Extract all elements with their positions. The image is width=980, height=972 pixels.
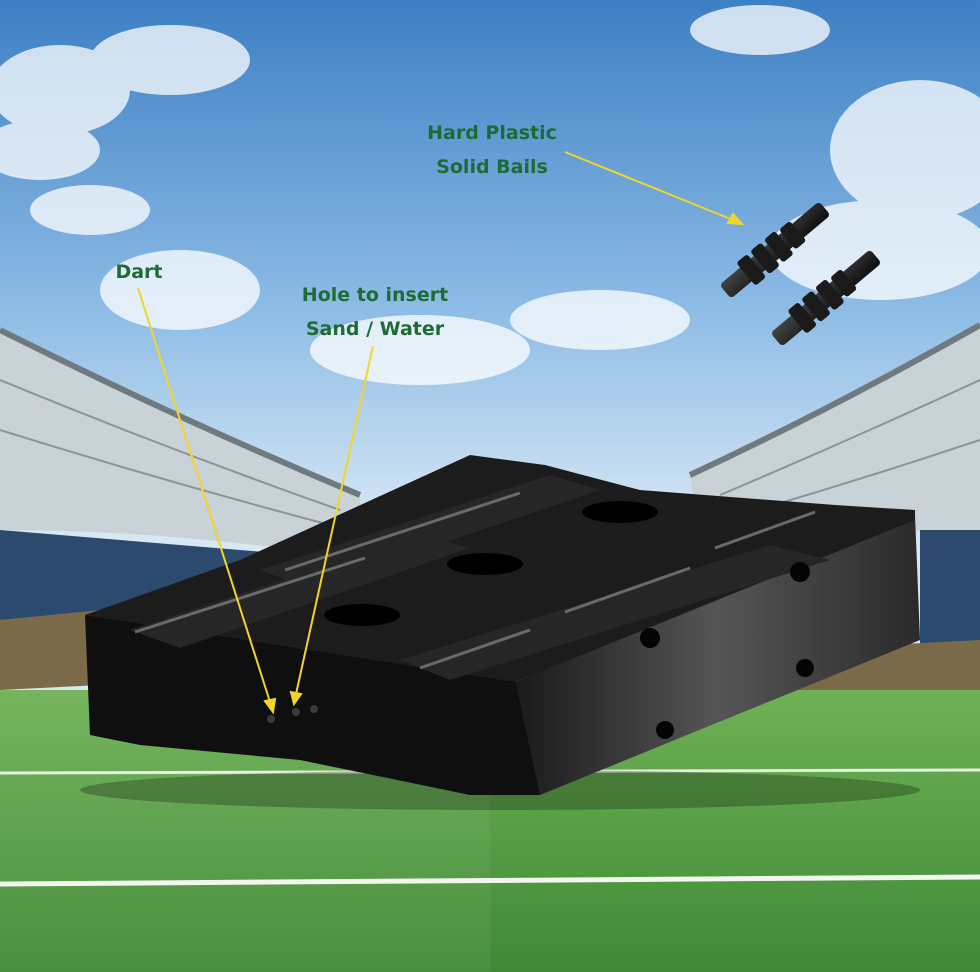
bail-2 xyxy=(772,250,880,346)
stadium-right xyxy=(688,322,980,690)
dart-label: Dart xyxy=(104,255,174,289)
bails-label: Hard Plastic Solid Bails xyxy=(412,116,572,184)
fill-hole-front xyxy=(324,604,400,626)
bail-1 xyxy=(721,202,829,298)
clouds xyxy=(0,5,980,385)
pitch-line-lower xyxy=(0,874,980,887)
bails-arrow xyxy=(564,151,734,221)
fill-port xyxy=(292,708,300,716)
stump-base xyxy=(80,455,920,810)
hole-label-line2: Sand / Water xyxy=(305,318,445,340)
fill-hole-back xyxy=(582,501,658,523)
hole-arrow xyxy=(295,345,374,695)
callout-arrows xyxy=(137,151,745,715)
bails-label-line1: Hard Plastic xyxy=(427,122,557,144)
hole-label-line1: Hole to insert xyxy=(301,284,449,306)
dart-label-text: Dart xyxy=(115,261,163,283)
dart-arrow xyxy=(137,287,271,703)
hole-label: Hole to insert Sand / Water xyxy=(285,278,465,346)
dart-hole xyxy=(267,715,275,723)
bails-label-line2: Solid Bails xyxy=(436,156,548,178)
fill-hole-middle xyxy=(447,553,523,575)
